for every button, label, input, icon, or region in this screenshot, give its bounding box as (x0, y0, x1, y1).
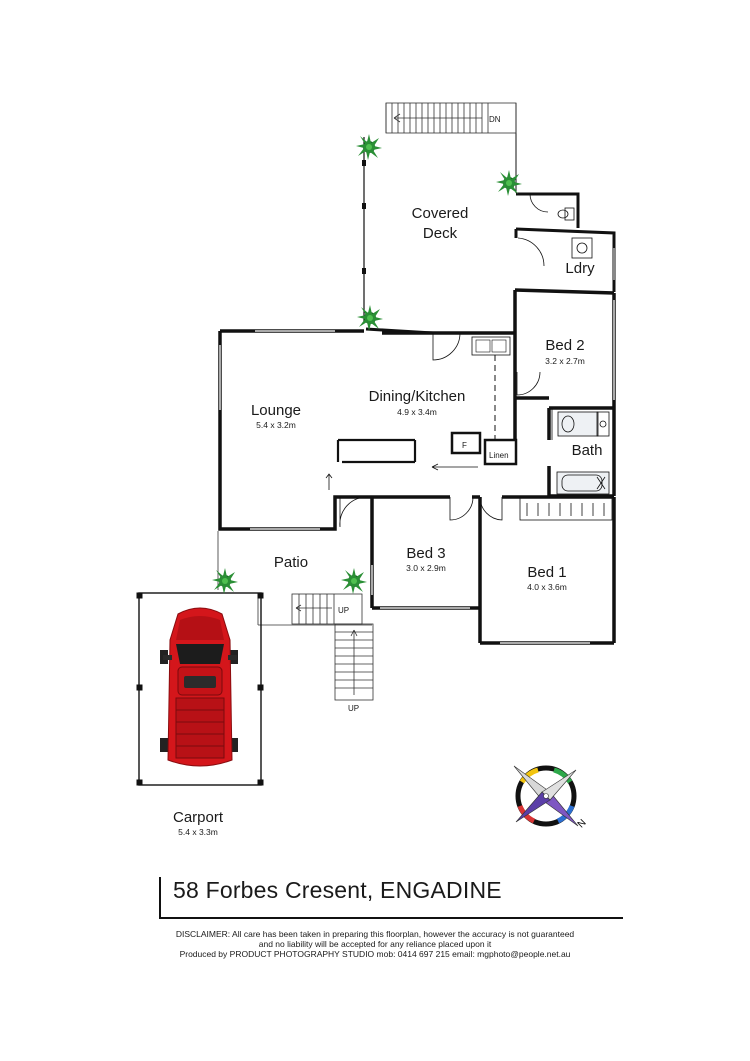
deck-toilet (516, 192, 580, 228)
bathroom-fixtures (551, 408, 610, 495)
disclaimer-line-3: Produced by PRODUCT PHOTOGRAPHY STUDIO m… (179, 949, 571, 959)
lounge-label: Lounge (251, 402, 301, 419)
dining-kitchen-label: Dining/Kitchen (369, 388, 466, 405)
deck-stairs (385, 102, 517, 134)
patio-stairs (291, 593, 363, 625)
bed2-label: Bed 2 (545, 337, 584, 354)
bed2-door (516, 371, 541, 396)
bed1-label: Bed 1 (527, 564, 566, 581)
front-stairs-label: UP (348, 704, 359, 713)
laundry (514, 227, 616, 292)
carport (136, 592, 264, 786)
kitchen (431, 332, 511, 471)
bedroom-doors (339, 496, 613, 528)
fridge-label: F (462, 441, 467, 450)
linen-cupboard (483, 438, 518, 466)
covered-deck-label: Covered (412, 205, 469, 222)
title-block: 58 Forbes Cresent, ENGADINE (159, 877, 623, 919)
car-icon (160, 607, 238, 767)
patio-stairs-label: UP (338, 606, 349, 615)
carport-label: Carport (173, 809, 224, 826)
deck-stairs-label: DN (489, 115, 501, 124)
plant-icon (212, 568, 238, 594)
dining-kitchen-dims: 4.9 x 3.4m (397, 407, 437, 417)
bed3-dims: 3.0 x 2.9m (406, 563, 446, 573)
disclaimer: DISCLAIMER: All care has been taken in p… (130, 929, 620, 959)
carport-dims: 5.4 x 3.3m (178, 827, 218, 837)
bath-label: Bath (572, 442, 603, 459)
disclaimer-line-2: and no liability will be accepted for an… (258, 939, 492, 949)
lounge-dims: 5.4 x 3.2m (256, 420, 296, 430)
bed1-dims: 4.0 x 3.6m (527, 582, 567, 592)
windows (219, 300, 615, 644)
front-stairs (334, 623, 374, 701)
disclaimer-line-1: DISCLAIMER: All care has been taken in p… (175, 929, 575, 939)
bed3-label: Bed 3 (406, 545, 445, 562)
compass-north-label: N (576, 817, 589, 830)
ldry-label: Ldry (565, 260, 595, 277)
lounge-furniture (325, 438, 417, 490)
linen-label: Linen (489, 451, 509, 460)
plant-icon (341, 568, 367, 594)
patio-label: Patio (274, 554, 308, 571)
compass-rose-icon (513, 765, 579, 827)
covered-deck-label-2: Deck (423, 225, 458, 242)
bed2-dims: 3.2 x 2.7m (545, 356, 585, 366)
property-address-title: 58 Forbes Cresent, ENGADINE (173, 877, 502, 903)
plant-icon (356, 134, 382, 160)
plant-icon (496, 170, 522, 196)
plant-icon (357, 305, 383, 331)
